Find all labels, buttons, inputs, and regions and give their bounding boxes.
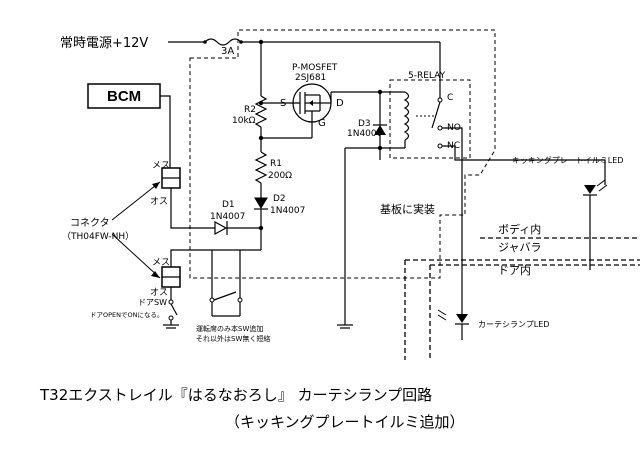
d3-label: D3 [358,119,371,129]
osu-top: オス [150,196,168,207]
r2-resistor [254,95,268,128]
contact-nc [437,143,443,149]
added-switch [209,291,243,317]
mosfet-part: 2SJ681 [295,73,326,83]
contact-c [437,97,443,103]
title-line2: （キッキングプレートイルミ追加） [225,413,465,431]
osu-bottom: オス [150,287,168,298]
r1-label: R1 [270,159,282,169]
bcm-label: BCM [107,88,141,105]
d1-label: D1 [222,200,235,210]
d3-part: 1N4007 [347,129,382,139]
board-label: 基板に実装 [380,202,435,216]
fuse-label: 3A [221,46,234,57]
door-sw-label: ドアSW [138,298,167,307]
mosfet-symbol [261,83,332,138]
kicking-led [583,179,608,196]
mesu-top: メス [152,161,170,171]
kicking-wire [442,145,606,185]
connector-label: コネクタ [70,217,110,229]
connector-arrows [111,181,161,279]
jabara-label: ジャバラ [498,241,541,254]
d2-diode [254,197,268,210]
body-in-label: ボディ内 [498,222,541,236]
fuse-symbol [204,38,243,46]
d1-wire-left [170,188,215,229]
mesu-bottom: メス [152,258,170,268]
source-node [258,100,264,106]
courtesy-wire [442,127,463,320]
power-line [168,40,207,44]
d1-part: 1N4007 [210,212,245,222]
relay-c-label: C [447,93,453,103]
relay-label: 5-RELAY [408,71,446,81]
r2-label: R2 [244,105,256,115]
courtesy-led [437,309,469,325]
pin-d: D [336,98,344,109]
connector-part: （TH04FW-NH） [62,231,134,242]
relay-coil [403,91,410,141]
power-label: 常時電源+12V [60,36,148,51]
r1-resistor [254,151,268,184]
connector-top [161,167,181,189]
bcm-box [87,83,161,109]
courtesy-led-label: カーテシランプLED [478,320,549,329]
kicking-led-label: キッキングプレートイルミLED [512,155,623,165]
d1-diode [214,220,261,236]
r2-value: 10kΩ [232,116,256,126]
mosfet-title: P-MOSFET [292,63,338,73]
connector-bottom [161,266,181,288]
ground-symbol-1 [337,324,353,329]
sw-note-line1: 運転席のみ本SW追加 [196,324,263,333]
sw-note-line2: それ以外はSW無く短絡 [196,334,270,343]
board-outline [189,29,496,279]
relay-box [389,79,471,159]
door-switch [163,299,179,329]
door-sw-note: ドアOPENでONになる。 [90,311,163,319]
pin-g: G [318,118,326,129]
d2-label: D2 [273,194,286,204]
connector-bottom-wire [170,249,261,267]
contact-no [437,125,443,131]
d3-diode [373,124,387,135]
pin-s: S [280,98,286,109]
door-in-label: ドア内 [498,263,531,277]
r1-value: 200Ω [268,171,292,181]
relay-arm [431,101,441,129]
d1-node [258,225,264,231]
d2-part: 1N4007 [270,206,305,216]
title-line1: T32エクストレイル『はるなおろし』 カーテシランプ回路 [39,386,432,404]
bcm-wire [160,95,171,168]
